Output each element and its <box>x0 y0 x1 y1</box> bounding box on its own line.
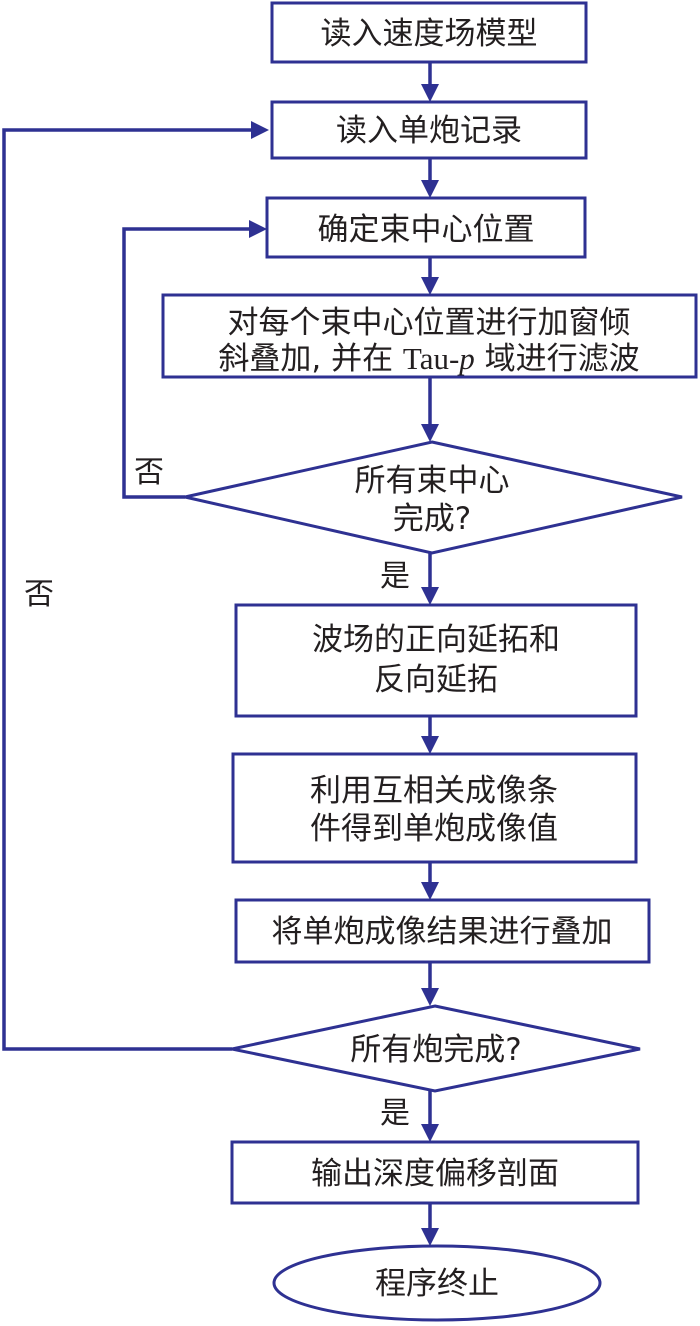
arrowhead <box>249 220 267 238</box>
node-label: 所有炮完成? <box>350 1032 521 1068</box>
label-suffix: 域进行滤波 <box>475 341 640 377</box>
node-label-line1: 利用互相关成像条 <box>310 773 558 809</box>
node-read-velocity-model: 读入速度场模型 <box>270 1 588 64</box>
tau-term: Tau- <box>403 341 459 376</box>
arrowhead <box>421 587 439 605</box>
node-beam-decision: 所有束中心 完成? <box>184 440 683 555</box>
node-imaging-condition: 利用互相关成像条 件得到单炮成像值 <box>231 752 638 864</box>
arrowhead <box>421 84 439 102</box>
node-shot-decision: 所有炮完成? <box>231 1004 641 1093</box>
process-box <box>230 1140 640 1205</box>
arrowhead <box>421 277 439 295</box>
node-label-line1: 波场的正向延拓和 <box>312 622 560 658</box>
arrowhead <box>251 121 269 139</box>
branch-label-shot-yes: 是 <box>380 1096 410 1131</box>
node-label: 读入单炮记录 <box>336 113 522 149</box>
node-wavefield-extrapolation: 波场的正向延拓和 反向延拓 <box>234 603 638 718</box>
branch-label-beam-no: 否 <box>134 455 164 490</box>
process-box <box>270 1 588 64</box>
arrowhead <box>421 1228 439 1246</box>
edge-beam-decision-no-loop <box>122 227 250 499</box>
arrowhead <box>421 736 439 754</box>
label-prefix: 斜叠加, 并在 <box>218 341 403 377</box>
process-box <box>270 100 588 160</box>
decision-diamond <box>184 440 683 555</box>
node-label-line2: 完成? <box>393 501 471 537</box>
node-label: 输出深度偏移剖面 <box>311 1156 559 1192</box>
process-box <box>234 898 651 964</box>
branch-label-shot-no: 否 <box>24 577 54 612</box>
node-read-single-shot: 读入单炮记录 <box>270 100 588 160</box>
arrowhead <box>421 882 439 900</box>
branch-label-beam-yes: 是 <box>380 559 410 594</box>
process-box <box>234 603 638 718</box>
node-window-stack: 对每个束中心位置进行加窗倾 斜叠加, 并在 Tau-p 域进行滤波 <box>161 293 698 379</box>
node-stack-images: 将单炮成像结果进行叠加 <box>234 898 651 964</box>
node-label-line2: 反向延拓 <box>374 662 498 698</box>
process-box <box>231 752 638 864</box>
connectors <box>2 62 439 1246</box>
edge-shot-decision-no-loop <box>2 128 252 1051</box>
node-terminate: 程序终止 <box>272 1244 602 1322</box>
node-output-section: 输出深度偏移剖面 <box>230 1140 640 1205</box>
terminator-ellipse <box>272 1244 602 1322</box>
node-label: 读入速度场模型 <box>321 16 538 52</box>
node-label-line1: 所有束中心 <box>355 463 510 499</box>
arrowhead <box>421 180 439 198</box>
arrowhead <box>421 1124 439 1142</box>
node-label: 确定束中心位置 <box>318 212 535 248</box>
process-box <box>265 196 587 259</box>
arrowhead <box>421 424 439 442</box>
process-box <box>161 293 698 379</box>
node-label-line2: 斜叠加, 并在 Tau-p 域进行滤波 <box>218 341 639 377</box>
decision-diamond <box>231 1004 641 1093</box>
node-label: 将单炮成像结果进行叠加 <box>272 914 613 950</box>
node-label: 程序终止 <box>375 1266 499 1302</box>
node-label-line1: 对每个束中心位置进行加窗倾 <box>228 305 631 341</box>
p-term: p <box>457 341 475 376</box>
node-label-line2: 件得到单炮成像值 <box>310 811 558 847</box>
node-set-beam-center: 确定束中心位置 <box>265 196 587 259</box>
arrowhead <box>421 988 439 1006</box>
